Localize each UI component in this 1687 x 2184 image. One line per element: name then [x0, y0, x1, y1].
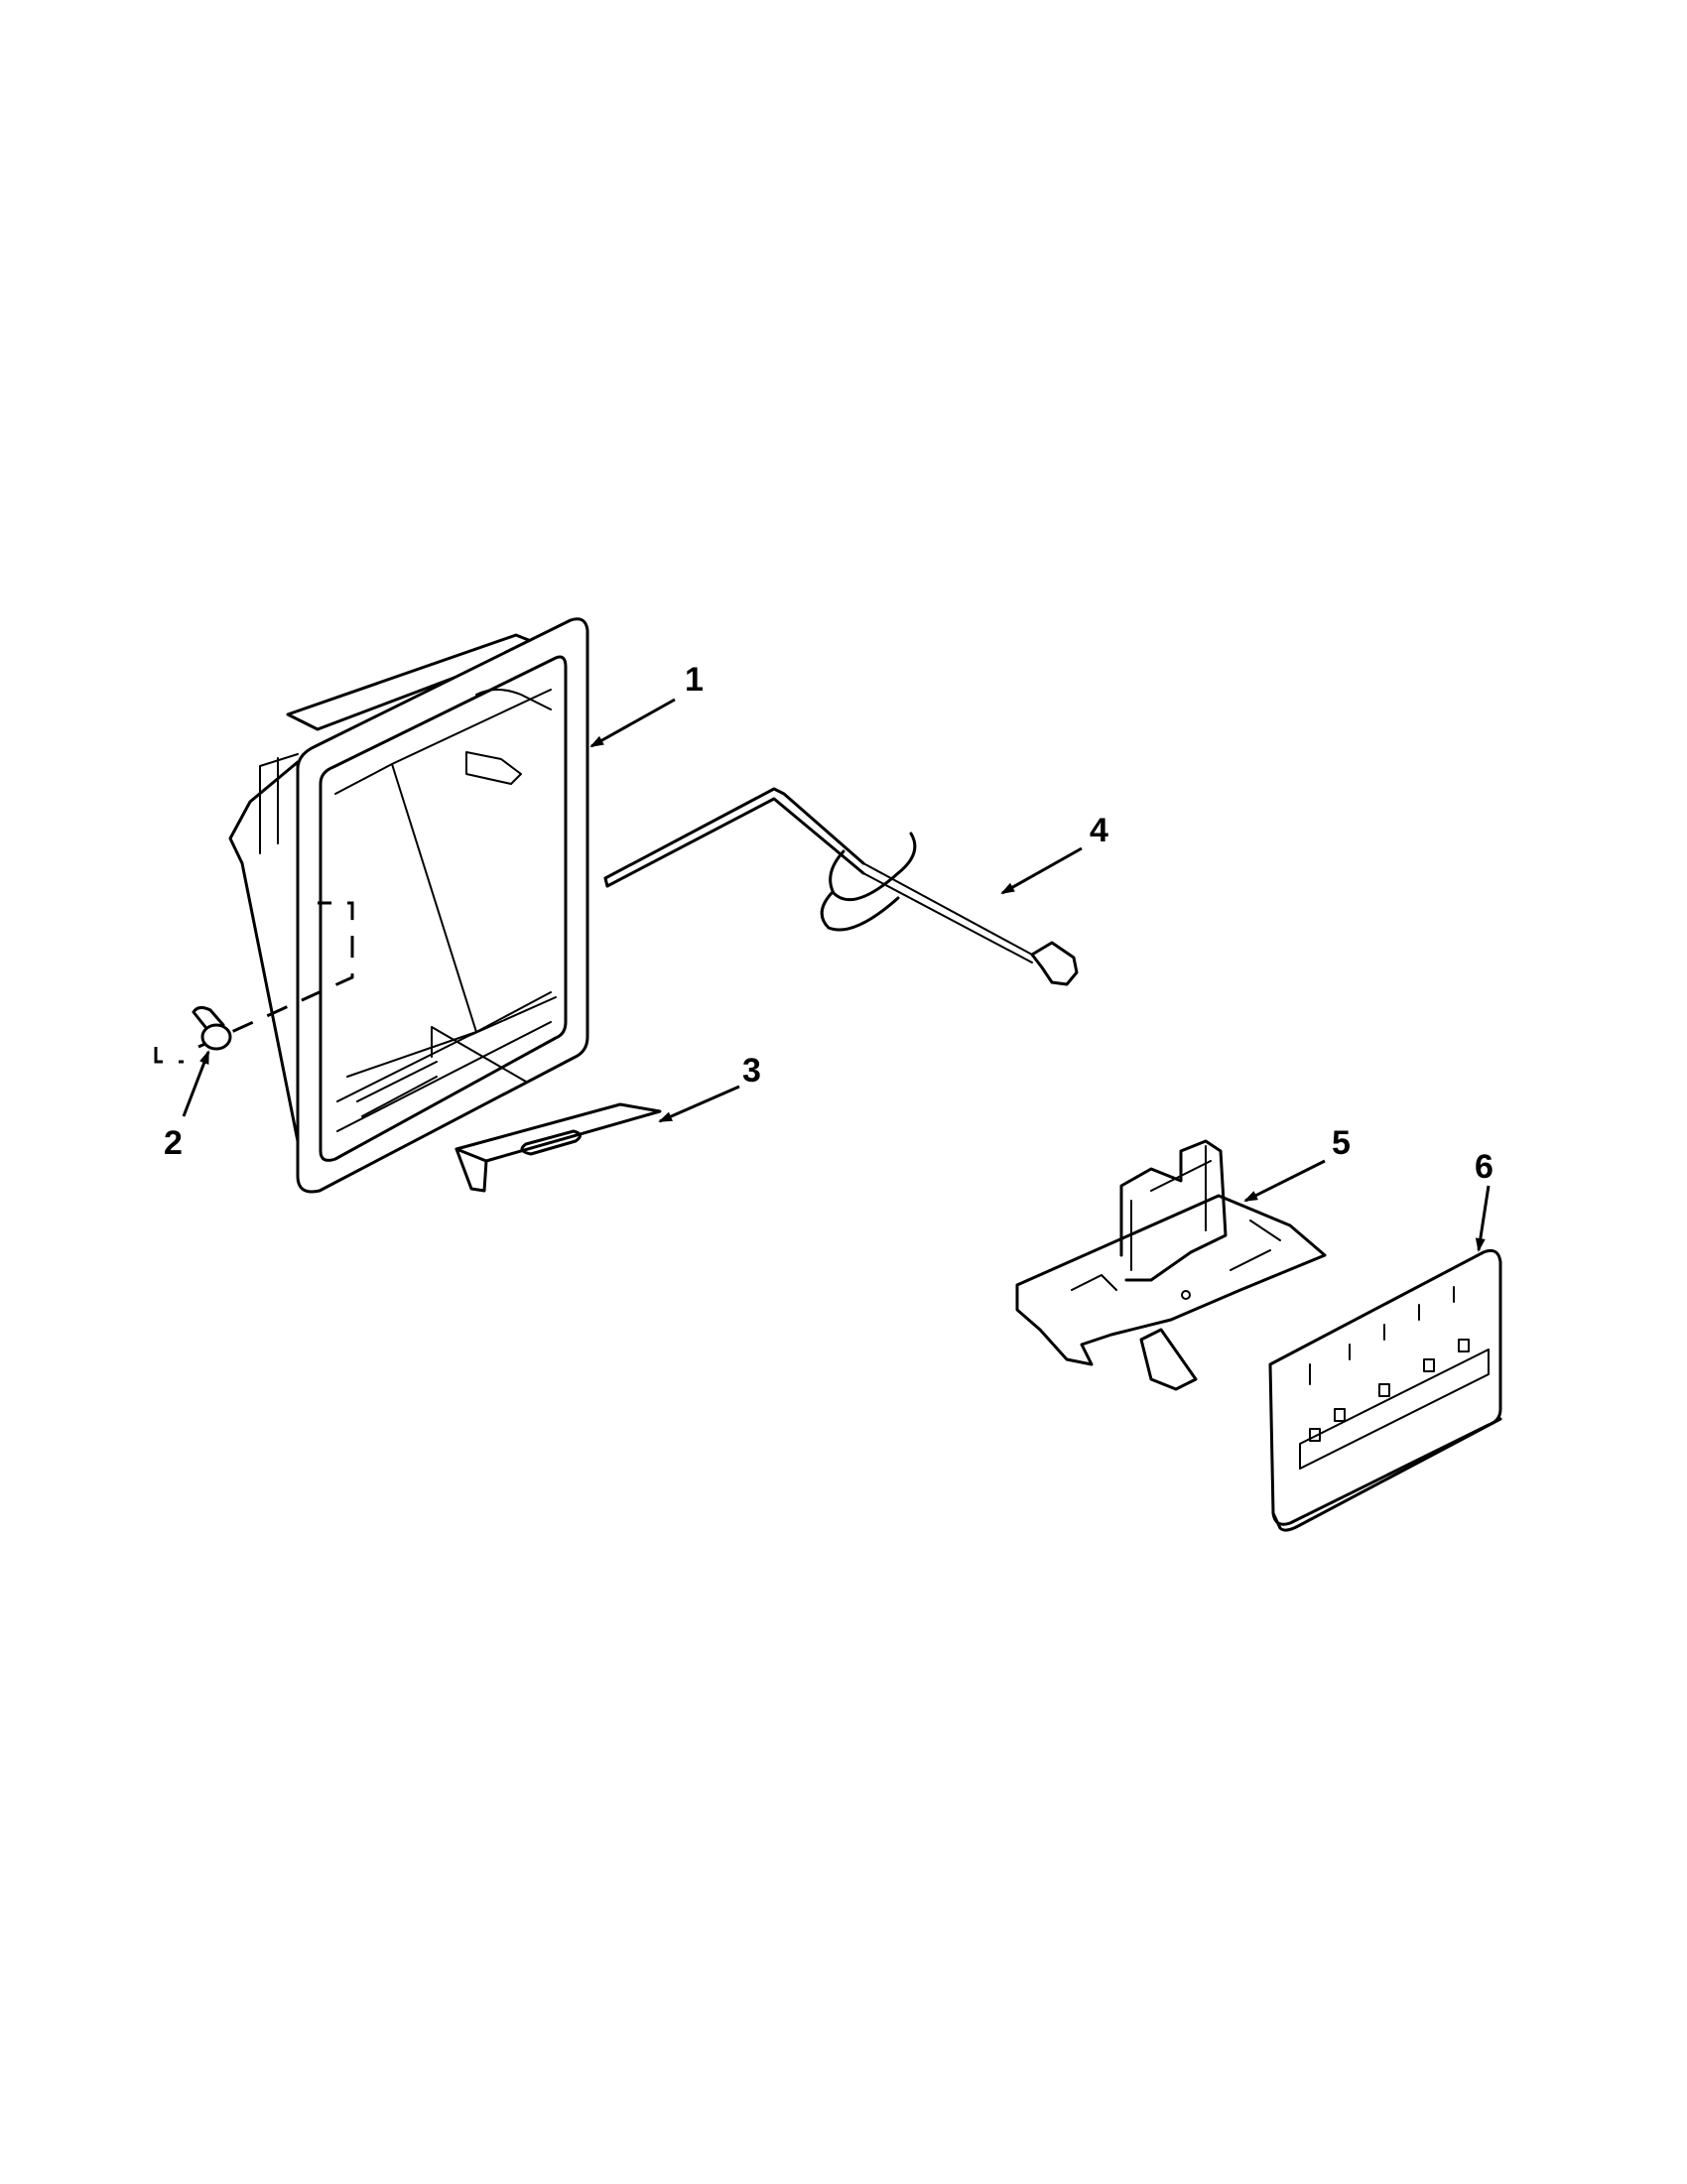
callout-leader-6: [1475, 1185, 1491, 1252]
callout-2: 2: [164, 1124, 183, 1162]
callout-6: 6: [1475, 1148, 1493, 1186]
callout-5: 5: [1332, 1124, 1351, 1162]
dispenser-control-assembly[interactable]: [1015, 1139, 1327, 1391]
water-tube[interactable]: [603, 787, 1079, 986]
callout-leader-1: [589, 698, 676, 748]
control-panel-cover[interactable]: [1268, 1248, 1502, 1532]
callout-leader-4: [1000, 846, 1083, 895]
callout-1: 1: [685, 661, 704, 699]
callout-4: 4: [1090, 812, 1108, 849]
callout-3: 3: [742, 1052, 761, 1090]
drip-tray[interactable]: [454, 1102, 662, 1193]
drip-tray-locator-line: [431, 1026, 527, 1083]
callout-leader-2: [182, 1050, 210, 1117]
callout-leader-3: [658, 1085, 740, 1123]
callout-labels: 1 2 3 4 5 6: [164, 661, 1493, 1186]
screw[interactable]: [192, 1005, 232, 1051]
screw-locator-line: [154, 901, 354, 1064]
callout-leaders: [182, 698, 1491, 1252]
callout-leader-5: [1243, 1159, 1326, 1203]
panel-buttons: [1309, 1339, 1470, 1442]
dispenser-housing[interactable]: [228, 617, 589, 1194]
